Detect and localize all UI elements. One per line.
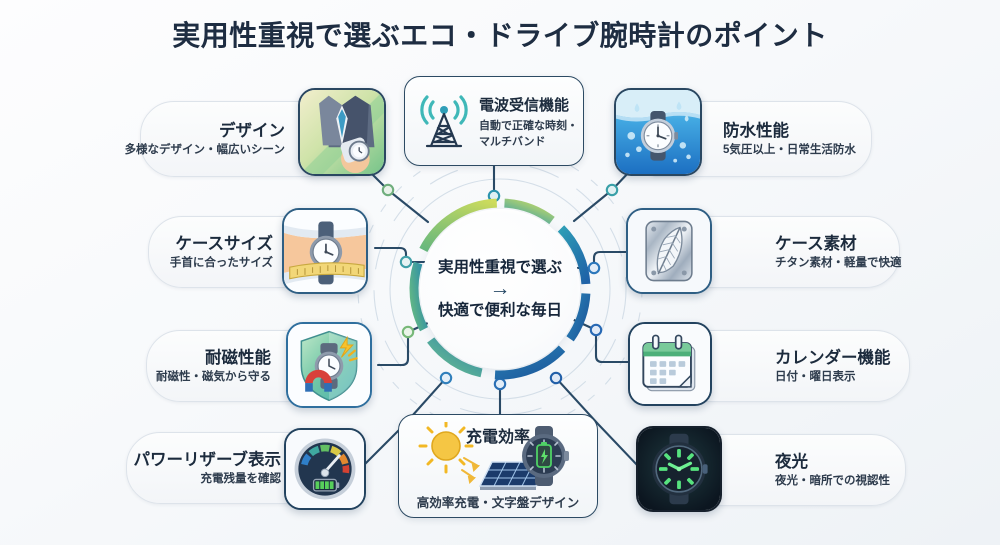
calendar-icon bbox=[628, 322, 712, 406]
item-subtitle-luminous: 夜光・暗所での視認性 bbox=[775, 475, 890, 488]
solar-panel-watch-icon bbox=[418, 421, 578, 492]
item-subtitle-charging-efficiency: 高効率充電・文字盤デザイン bbox=[416, 495, 580, 510]
item-text-radio-reception: 電波受信機能 自動で正確な時刻・ マルチバンド bbox=[479, 94, 578, 149]
hub-line-2: 快適で便利な毎日 bbox=[437, 302, 562, 319]
item-title-design: デザイン bbox=[219, 121, 285, 140]
item-subtitle-radio-reception-line2: マルチバンド bbox=[479, 135, 546, 148]
item-title-luminous: 夜光 bbox=[775, 452, 808, 471]
item-card-case-material[interactable]: ケース素材 チタン素材・軽量で快適 bbox=[700, 216, 902, 288]
item-title-anti-magnetic: 耐磁性能 bbox=[205, 348, 271, 367]
item-title-case-material: ケース素材 bbox=[775, 234, 857, 253]
item-title-power-reserve: パワーリザーブ表示 bbox=[133, 450, 281, 469]
radio-tower-icon bbox=[413, 90, 475, 152]
item-text-calendar: カレンダー機能 日付・曜日表示 bbox=[775, 348, 891, 385]
item-card-calendar[interactable]: カレンダー機能 日付・曜日表示 bbox=[700, 330, 910, 402]
watch-tape-measure-icon bbox=[282, 208, 368, 294]
item-subtitle-case-size: 手首に合ったサイズ bbox=[169, 257, 273, 270]
suit-watch-icon bbox=[298, 88, 386, 176]
item-subtitle-design: 多様なデザイン・幅広いシーン bbox=[124, 144, 285, 157]
item-text-power-reserve: パワーリザーブ表示 充電残量を確認 bbox=[133, 450, 281, 487]
charging-row bbox=[405, 421, 591, 492]
item-subtitle-anti-magnetic: 耐磁性・磁気から守る bbox=[156, 371, 271, 384]
metal-plate-feather-icon bbox=[626, 208, 712, 294]
item-card-charging-efficiency[interactable]: 高効率充電・文字盤デザイン 充電効率 bbox=[398, 414, 598, 518]
item-text-luminous: 夜光 夜光・暗所での視認性 bbox=[775, 452, 890, 489]
page-title: 実用性重視で選ぶエコ・ドライブ腕時計のポイント bbox=[172, 20, 828, 51]
item-subtitle-power-reserve: 充電残量を確認 bbox=[200, 473, 282, 486]
item-text-anti-magnetic: 耐磁性能 耐磁性・磁気から守る bbox=[156, 348, 271, 385]
item-title-charging-efficiency: 充電効率 bbox=[465, 429, 530, 446]
hub-arrow: → bbox=[489, 277, 511, 300]
item-subtitle-case-material: チタン素材・軽量で快適 bbox=[775, 257, 902, 270]
hub-line-1: 実用性重視で選ぶ bbox=[437, 258, 562, 276]
item-subtitle-calendar: 日付・曜日表示 bbox=[775, 371, 856, 384]
item-subtitle-water-resistance: 5気圧以上・日常生活防水 bbox=[723, 144, 856, 157]
item-title-calendar: カレンダー機能 bbox=[775, 348, 891, 367]
shield-magnet-icon bbox=[286, 322, 372, 408]
hub-inner-disc: 実用性重視で選ぶ → 快適で便利な毎日 bbox=[420, 209, 580, 369]
item-card-radio-reception[interactable]: 電波受信機能 自動で正確な時刻・ マルチバンド bbox=[404, 76, 584, 166]
watch-underwater-icon bbox=[614, 88, 702, 176]
item-subtitle-radio-reception-line1: 自動で正確な時刻・ bbox=[479, 119, 578, 132]
item-text-case-size: ケースサイズ 手首に合ったサイズ bbox=[170, 234, 273, 271]
hub-gradient-ring bbox=[407, 196, 593, 382]
item-card-luminous[interactable]: 夜光 夜光・暗所での視認性 bbox=[700, 434, 906, 506]
item-title-case-size: ケースサイズ bbox=[175, 234, 273, 253]
item-title-radio-reception: 電波受信機能 bbox=[479, 96, 570, 114]
item-title-water-resistance: 防水性能 bbox=[723, 121, 789, 140]
gauge-battery-icon bbox=[284, 428, 366, 510]
center-hub: 実用性重視で選ぶ → 快適で便利な毎日 bbox=[407, 196, 593, 382]
glowing-watch-icon bbox=[636, 426, 722, 512]
item-text-water-resistance: 防水性能 5気圧以上・日常生活防水 bbox=[723, 121, 856, 158]
item-text-case-material: ケース素材 チタン素材・軽量で快適 bbox=[775, 234, 902, 271]
item-text-design: デザイン 多様なデザイン・幅広いシーン bbox=[125, 121, 285, 158]
